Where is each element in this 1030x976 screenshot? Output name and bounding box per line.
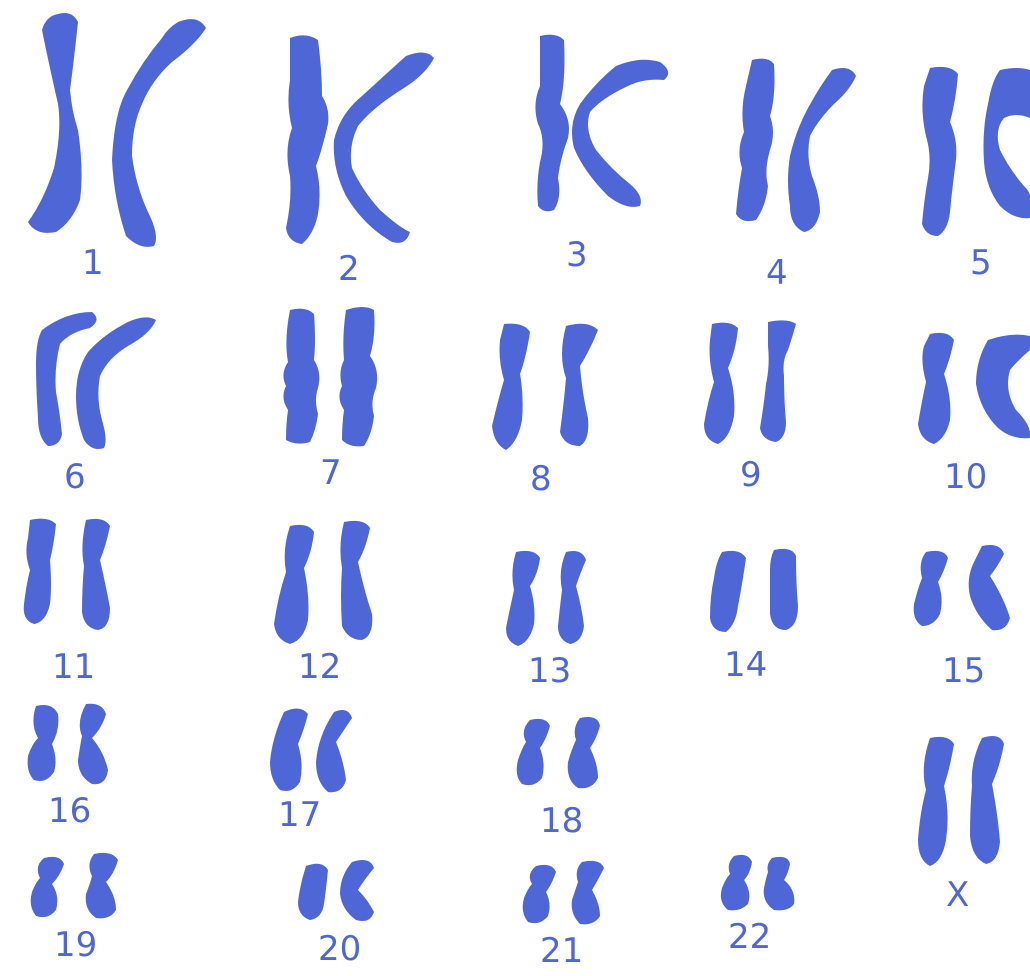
chromosome-pair-12: [274, 521, 372, 644]
chromosome-label-22: 22: [728, 920, 771, 954]
chromosome-11b: [82, 519, 110, 630]
chromosome-17b: [316, 710, 352, 792]
chromosome-4b: [788, 68, 856, 232]
chromosome-pair-13: [506, 551, 586, 646]
chromosome-label-17: 17: [278, 798, 321, 832]
chromosome-pair-8: [492, 324, 598, 450]
chromosome-22b: [764, 857, 795, 911]
chromosome-label-2: 2: [338, 252, 360, 286]
chromosome-16a: [28, 705, 59, 781]
chromosome-pair-9: [704, 320, 796, 444]
chromosome-pair-7: [283, 307, 377, 446]
chromosome-15b: [969, 545, 1010, 630]
chromosome-18b: [568, 717, 600, 788]
chromosome-label-20: 20: [318, 932, 361, 966]
chromosome-pair-16: [28, 704, 108, 785]
chromosome-pair-19: [31, 853, 118, 918]
chromosome-pair-3: [535, 35, 668, 212]
chromosome-pair-17: [270, 708, 352, 792]
chromosome-4a: [736, 59, 775, 221]
chromosome-22a: [721, 855, 752, 911]
chromosome-15a: [914, 551, 948, 626]
chromosome-pair-5: [922, 67, 1030, 236]
chromosome-label-5: 5: [970, 246, 992, 280]
chromosome-5a: [922, 67, 958, 236]
chromosome-5b: [984, 68, 1030, 218]
chromosome-20a: [298, 864, 328, 920]
chromosome-9a: [704, 323, 738, 444]
chromosome-13a: [506, 551, 540, 646]
chromosome-xa: [918, 737, 954, 866]
chromosome-10a: [918, 333, 954, 444]
chromosome-14a: [710, 551, 746, 632]
chromosome-pair-6: [36, 312, 156, 449]
chromosome-pair-11: [24, 519, 110, 630]
chromosome-18a: [517, 719, 550, 785]
chromosome-label-14: 14: [724, 648, 767, 682]
chromosome-8a: [492, 324, 530, 450]
chromosome-7b: [339, 307, 377, 446]
chromosome-label-9: 9: [740, 458, 762, 492]
chromosome-8b: [560, 324, 598, 446]
chromosome-label-13: 13: [528, 654, 571, 688]
chromosome-label-3: 3: [566, 238, 588, 272]
chromosome-21b: [572, 861, 604, 924]
chromosome-19a: [31, 857, 64, 917]
chromosome-20b: [340, 860, 374, 921]
chromosome-pair-14: [710, 549, 798, 632]
chromosome-pair-10: [918, 333, 1030, 444]
chromosome-9b: [760, 320, 796, 442]
chromosome-1a: [28, 13, 82, 233]
chromosome-pair-20: [298, 860, 374, 921]
chromosome-label-10: 10: [944, 460, 987, 494]
chromosome-21a: [523, 865, 556, 923]
chromosome-12b: [340, 521, 372, 640]
chromosome-pair-15: [914, 545, 1010, 630]
chromosome-13b: [558, 551, 586, 644]
chromosome-17a: [270, 708, 308, 791]
chromosome-label-15: 15: [942, 654, 985, 688]
chromosome-16b: [78, 704, 108, 785]
chromosome-label-8: 8: [530, 462, 552, 496]
chromosome-3a: [535, 35, 569, 212]
chromosome-7a: [283, 309, 319, 444]
chromosome-14b: [770, 549, 798, 630]
chromosome-pair-4: [736, 59, 856, 232]
chromosome-label-1: 1: [82, 246, 104, 280]
chromosome-11a: [24, 519, 56, 624]
chromosome-1b: [112, 19, 206, 247]
chromosome-label-16: 16: [48, 794, 91, 828]
chromosome-12a: [274, 525, 314, 644]
chromosome-pair-18: [517, 717, 600, 788]
chromosome-label-18: 18: [540, 804, 583, 838]
chromosome-pair-x: [918, 736, 1004, 866]
chromosome-xb: [970, 736, 1004, 864]
chromosome-label-19: 19: [54, 928, 97, 962]
chromosome-19b: [86, 853, 118, 918]
chromosome-label-7: 7: [320, 456, 342, 490]
chromosome-2b: [334, 52, 434, 242]
chromosome-label-21: 21: [540, 934, 583, 968]
chromosome-pair-22: [721, 855, 794, 911]
chromosome-label-11: 11: [52, 650, 95, 684]
chromosome-6b: [76, 317, 156, 449]
chromosome-label-4: 4: [766, 256, 788, 290]
chromosome-label-6: 6: [64, 460, 86, 494]
chromosome-label-x: X: [946, 878, 969, 912]
chromosome-pair-21: [523, 861, 604, 924]
chromosome-10b: [976, 335, 1030, 439]
chromosome-label-12: 12: [298, 650, 341, 684]
chromosome-pair-1: [28, 13, 206, 247]
chromosome-3b: [572, 60, 668, 207]
chromosome-2a: [286, 35, 328, 244]
chromosome-pair-2: [286, 35, 434, 244]
